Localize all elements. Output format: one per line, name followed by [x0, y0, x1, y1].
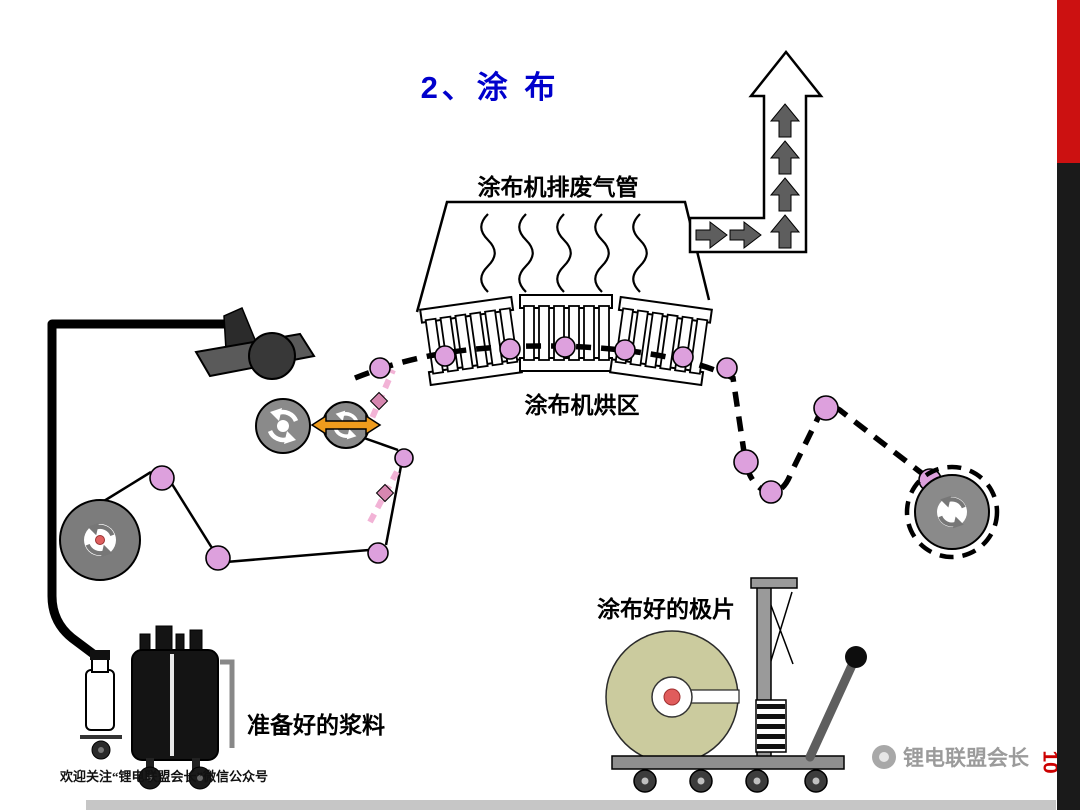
coating-roll — [255, 398, 311, 454]
label-exhaust-pipe: 涂布机排废气管 — [477, 175, 639, 200]
slurry-pipe — [47, 319, 247, 660]
roll-trolley — [605, 577, 867, 793]
up-arrow-icons — [769, 103, 801, 249]
unwind-roll — [59, 499, 141, 581]
coated-roll — [605, 630, 740, 764]
watermark: 锂电联盟会长 — [872, 742, 1029, 772]
rewind-roll — [904, 464, 1000, 560]
web-path — [353, 343, 930, 495]
exhaust-duct — [688, 49, 824, 254]
slurry-tank — [131, 625, 235, 790]
web-lines — [103, 436, 403, 564]
oven-unit-middle — [519, 294, 613, 372]
coated-web-segments — [363, 368, 404, 524]
right-accent-bar-red — [1057, 0, 1080, 163]
label-oven-zone: 涂布机烘区 — [524, 393, 640, 418]
page-title: 2、涂 布 — [420, 70, 560, 105]
heat-wave-icons — [480, 212, 648, 294]
right-accent-bar-dark — [1057, 163, 1080, 810]
label-coated-electrode: 涂布好的极片 — [597, 597, 735, 622]
watermark-text: 锂电联盟会长 — [903, 747, 1029, 770]
coater-head — [194, 307, 382, 454]
gap-adjust-arrow-icon — [310, 414, 382, 436]
camera-icon — [872, 745, 896, 769]
label-prepared-slurry: 准备好的浆料 — [247, 713, 385, 738]
right-arrow-icons — [695, 220, 762, 250]
footer-text: 欢迎关注“锂电联盟会长”微信公众号 — [60, 769, 269, 784]
slurry-pump — [80, 650, 122, 760]
floor-line — [86, 800, 1056, 810]
trolley-handle-knob — [845, 646, 867, 668]
